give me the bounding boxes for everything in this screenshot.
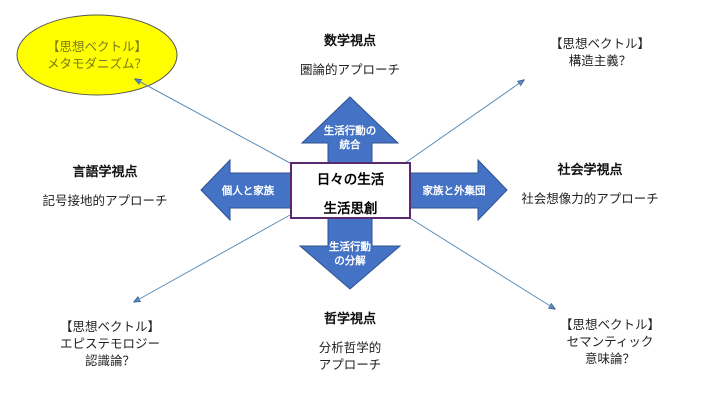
left-arrow-label: 個人と家族 xyxy=(221,185,275,197)
thought-vector-bottom-left-alt: 認識論？ xyxy=(84,353,135,368)
thought-vector-bottom-right-name: セマンティック xyxy=(566,334,654,349)
viewpoint-bottom-title: 哲学視点 xyxy=(323,312,376,327)
center-subtitle: 生活思創 xyxy=(323,201,378,217)
viewpoint-right-approach: 社会想像力的アプローチ xyxy=(521,191,659,206)
center-box: 日々の生活 生活思創 xyxy=(290,162,411,219)
viewpoint-left: 言語学視点 記号接地的アプローチ xyxy=(30,164,180,210)
thought-vector-top-right: 【思想ベクトル】 構造主義？ xyxy=(535,35,665,69)
up-arrow-label: 生活行動の 統合 xyxy=(320,124,380,152)
right-arrow-label: 家族と外集団 xyxy=(422,185,486,197)
viewpoint-bottom: 哲学視点 分析哲学的 アプローチ xyxy=(300,311,400,373)
thought-vector-bottom-right-tag: 【思想ベクトル】 xyxy=(559,317,660,332)
viewpoint-top-approach: 圏論的アプローチ xyxy=(300,62,401,77)
connector-line-bottom-right xyxy=(404,214,555,309)
viewpoint-left-approach: 記号接地的アプローチ xyxy=(42,193,168,208)
connector-line-bottom-left xyxy=(134,214,291,302)
thought-vector-top-right-tag: 【思想ベクトル】 xyxy=(549,36,650,51)
thought-vector-bottom-right: 【思想ベクトル】 セマンティック 意味論？ xyxy=(545,316,675,367)
highlight-ellipse xyxy=(16,14,178,96)
connector-line-top-right xyxy=(404,80,524,164)
down-arrow-label-line1: 生活行動 xyxy=(329,241,371,253)
thought-vector-bottom-left: 【思想ベクトル】 エピステモロジー 認識論？ xyxy=(45,318,175,369)
thought-vector-top-left: 【思想ベクトル】 メタモダニズム？ xyxy=(37,38,157,72)
down-arrow-label: 生活行動 の分解 xyxy=(320,240,380,268)
thought-vector-top-left-tag: 【思想ベクトル】 xyxy=(46,39,147,54)
viewpoint-top: 数学視点 圏論的アプローチ xyxy=(300,33,400,79)
up-arrow-label-line2: 統合 xyxy=(339,139,361,151)
right-arrow xyxy=(406,158,508,222)
thought-vector-bottom-left-name: エピステモロジー xyxy=(59,336,160,351)
thought-vector-top-right-name: 構造主義？ xyxy=(568,53,632,68)
viewpoint-right: 社会学視点 社会想像力的アプローチ xyxy=(510,162,670,208)
thought-vector-top-left-name: メタモダニズム？ xyxy=(46,56,147,71)
viewpoint-right-title: 社会学視点 xyxy=(557,163,623,178)
viewpoint-top-title: 数学視点 xyxy=(323,34,376,49)
thought-vector-bottom-right-alt: 意味論？ xyxy=(584,351,635,366)
thought-vector-bottom-left-tag: 【思想ベクトル】 xyxy=(59,319,160,334)
down-arrow-label-line2: の分解 xyxy=(334,255,366,267)
viewpoint-bottom-approach-line2: アプローチ xyxy=(318,357,382,372)
viewpoint-left-title: 言語学視点 xyxy=(72,165,138,180)
down-arrow xyxy=(298,213,402,290)
center-title: 日々の生活 xyxy=(316,172,385,188)
viewpoint-bottom-approach-line1: 分析哲学的 xyxy=(318,340,382,355)
connector-line-top-left xyxy=(135,79,291,164)
up-arrow-label-line1: 生活行動の xyxy=(323,125,377,137)
